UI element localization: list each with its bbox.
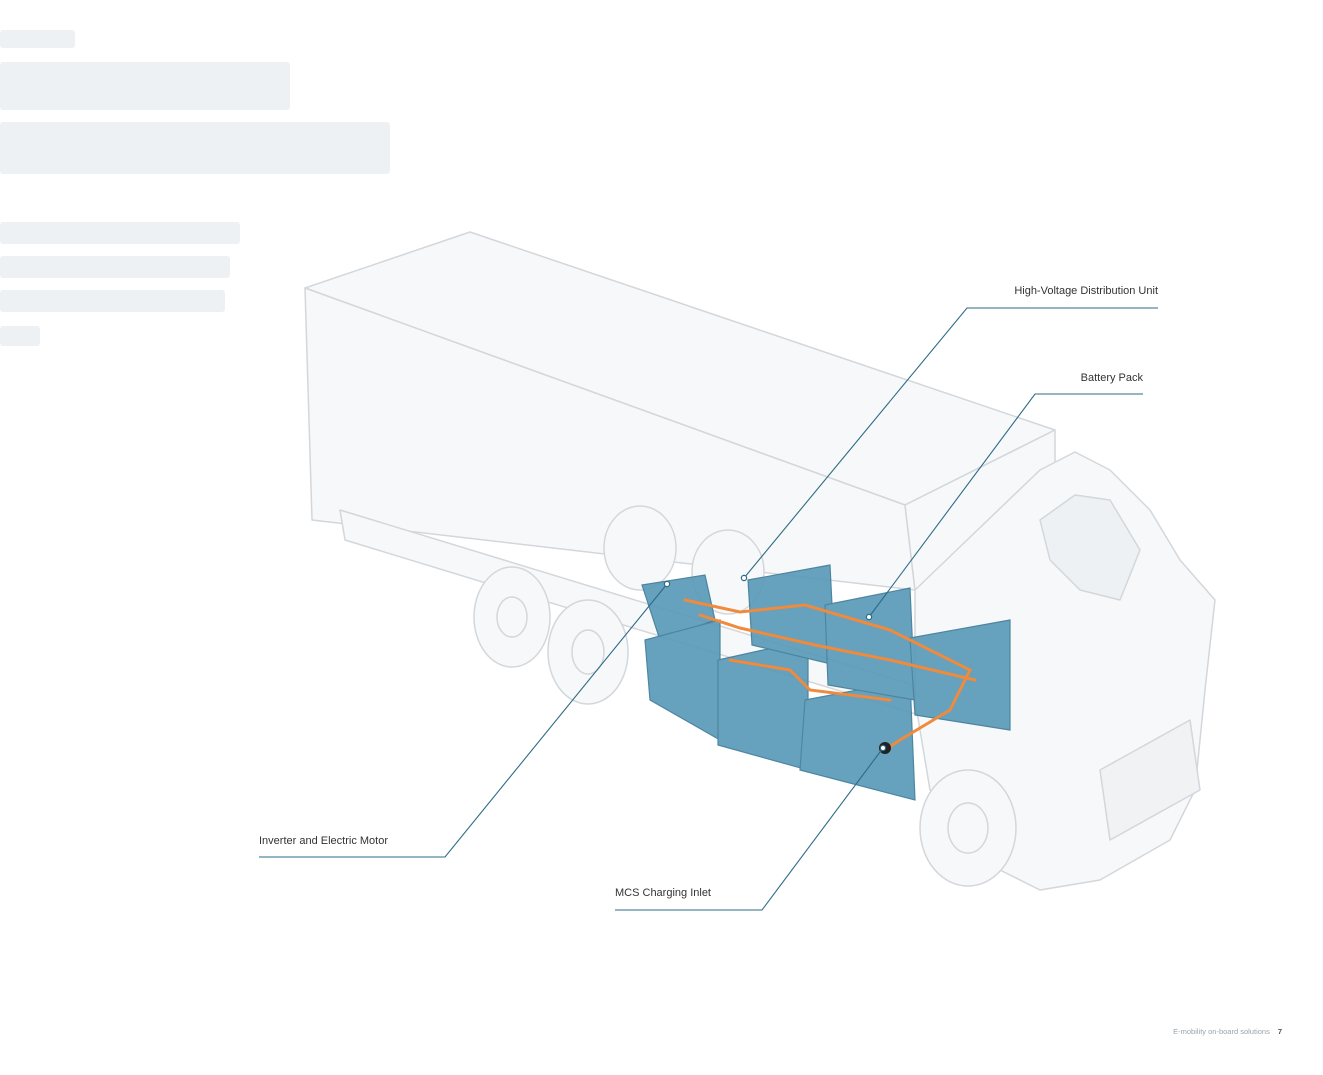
faded-edge-text — [0, 290, 225, 312]
wheel — [603, 505, 677, 591]
faded-edge-text — [0, 256, 230, 278]
callout-label-battery-pack: Battery Pack — [1080, 372, 1143, 384]
page-number: 7 — [1277, 1027, 1282, 1036]
callout-line-inverter-motor — [259, 583, 668, 858]
hv-cable — [698, 613, 977, 682]
callout-label-mcs-charging-inlet: MCS Charging Inlet — [615, 887, 711, 899]
hv-cable — [728, 658, 892, 702]
callout-dot — [740, 574, 748, 582]
callout-dot — [663, 580, 671, 588]
faded-edge-text — [0, 122, 390, 174]
callout-line-mcs-charging-inlet — [615, 747, 884, 911]
faded-edge-text — [0, 326, 40, 346]
hv-cable — [683, 598, 973, 752]
callout-dot — [879, 744, 887, 752]
cab-windshield — [1039, 494, 1141, 601]
wheel-hub — [947, 802, 989, 854]
wheel — [691, 529, 765, 615]
battery-module — [824, 587, 916, 701]
callout-label-inverter-motor: Inverter and Electric Motor — [259, 835, 388, 847]
wheel-hub — [496, 596, 528, 638]
callout-line-hv-distribution-unit — [743, 307, 1158, 579]
callout-label-hv-distribution-unit: High-Voltage Distribution Unit — [1014, 285, 1158, 297]
page-footer: E-mobility on-board solutions 7 — [1140, 1027, 1282, 1036]
wheel-hub — [571, 629, 605, 675]
cab-grille — [1099, 719, 1201, 841]
faded-edge-text — [0, 222, 240, 244]
battery-module — [644, 619, 721, 742]
faded-edge-text — [0, 30, 75, 48]
callout-dot — [865, 613, 873, 621]
callout-line-battery-pack — [868, 393, 1143, 618]
footer-publication-title: E-mobility on-board solutions — [1173, 1027, 1270, 1036]
faded-edge-text — [0, 62, 290, 110]
